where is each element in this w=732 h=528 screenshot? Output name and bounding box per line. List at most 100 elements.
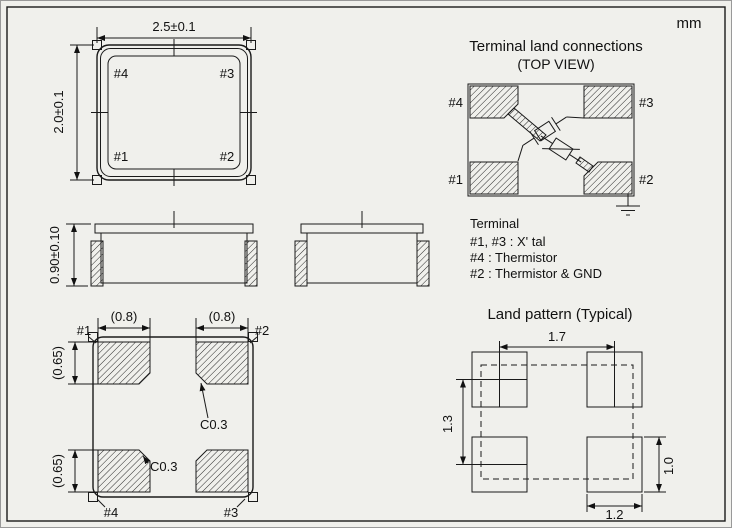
crystal-lead bbox=[522, 137, 535, 146]
terminal-left bbox=[294, 240, 308, 287]
thermistor-strike bbox=[542, 148, 580, 150]
land-pin-label-2: #2 bbox=[639, 172, 653, 187]
dim-pad-height-upper bbox=[68, 341, 99, 385]
connections-title: Terminal land connections bbox=[469, 38, 642, 55]
land-pad bbox=[586, 436, 643, 493]
body bbox=[100, 232, 248, 284]
dim-pad-height-label: 1.0 bbox=[661, 457, 676, 475]
pin-label-4: #4 bbox=[104, 505, 118, 520]
side-view-front: 0.90±0.10 bbox=[47, 211, 258, 287]
pad-4 bbox=[97, 449, 151, 493]
pin-label-1: #1 bbox=[77, 323, 91, 338]
land-pad-1 bbox=[469, 161, 519, 195]
dim-package-height bbox=[70, 44, 94, 181]
land-pattern-title: Land pattern (Typical) bbox=[487, 306, 632, 323]
castellation bbox=[92, 40, 102, 50]
side-view-end bbox=[294, 211, 430, 287]
pin-leader bbox=[249, 336, 258, 344]
corner-castellations bbox=[92, 40, 256, 185]
pin-label-3: #3 bbox=[220, 66, 234, 81]
pin-label-1: #1 bbox=[114, 149, 128, 164]
body bbox=[306, 232, 418, 284]
thermistor-arm-from-4 bbox=[507, 107, 547, 142]
drawing-frame bbox=[6, 6, 726, 522]
thermistor-body bbox=[548, 137, 574, 161]
crystal-symbol bbox=[522, 116, 568, 146]
units-label: mm bbox=[677, 15, 702, 32]
legend-line-2: #4 : Thermistor bbox=[470, 250, 558, 265]
crystal-plate bbox=[551, 116, 561, 131]
legend-title: Terminal bbox=[470, 216, 519, 231]
land-pin-label-1: #1 bbox=[449, 172, 463, 187]
chamfer-leader-upper bbox=[199, 382, 209, 419]
connections-subtitle: (TOP VIEW) bbox=[517, 56, 594, 72]
terminal-right bbox=[416, 240, 430, 287]
wire-crystal-to-1 bbox=[517, 144, 524, 162]
thermistor-lead bbox=[540, 135, 553, 144]
legend-line-3: #2 : Thermistor & GND bbox=[470, 266, 602, 281]
diagram-outline bbox=[467, 83, 635, 197]
dim-horizontal-pitch-label: 1.7 bbox=[548, 329, 566, 344]
land-pad-2 bbox=[583, 161, 633, 195]
wire-crystal-to-3 bbox=[566, 116, 585, 119]
dim-pad-height bbox=[644, 436, 666, 493]
legend-line-1: #1, #3 : X' tal bbox=[470, 234, 546, 249]
pin-label-4: #4 bbox=[114, 66, 128, 81]
dim-pad-height-upper-label: (0.65) bbox=[50, 346, 65, 380]
land-pin-label-3: #3 bbox=[639, 95, 653, 110]
pad-2 bbox=[195, 341, 249, 385]
terminal-left bbox=[90, 240, 104, 287]
dim-package-thickness-label: 0.90±0.10 bbox=[47, 226, 62, 284]
dim-package-height-label: 2.0±0.1 bbox=[51, 90, 66, 133]
dim-horizontal-pitch bbox=[499, 341, 615, 407]
chamfer-upper-label: C0.3 bbox=[200, 417, 227, 432]
thermistor-lead bbox=[569, 154, 582, 163]
pad-1 bbox=[97, 341, 151, 385]
dim-pad-width-left bbox=[97, 318, 151, 344]
crystal-body bbox=[533, 120, 557, 142]
pin-label-3: #3 bbox=[224, 505, 238, 520]
pin-label-2: #2 bbox=[255, 323, 269, 338]
dim-pad-height-lower-label: (0.65) bbox=[50, 454, 65, 488]
dim-pad-width-right-label: (0.8) bbox=[209, 309, 236, 324]
dim-pad-width-right bbox=[195, 318, 249, 344]
package-outline bbox=[92, 336, 254, 498]
crystal-lead bbox=[555, 116, 568, 125]
pin-leader bbox=[88, 336, 97, 344]
terminal-connections-diagram: Terminal land connections (TOP VIEW) bbox=[449, 38, 653, 216]
pin-leader bbox=[236, 498, 246, 508]
dim-pad-width-label: 1.2 bbox=[605, 507, 623, 522]
castellation bbox=[246, 175, 256, 185]
terminal-right bbox=[244, 240, 258, 287]
castellation bbox=[92, 175, 102, 185]
pad-3 bbox=[195, 449, 249, 493]
land-pattern: Land pattern (Typical) 1.7 1.3 1.0 bbox=[440, 306, 676, 522]
dim-vertical-pitch-label: 1.3 bbox=[440, 415, 455, 433]
dim-package-thickness bbox=[66, 223, 91, 287]
pin-label-2: #2 bbox=[220, 149, 234, 164]
dim-pad-width-left-label: (0.8) bbox=[111, 309, 138, 324]
package-outline-dashed bbox=[480, 364, 634, 480]
centerline-ticks bbox=[91, 39, 257, 186]
thermistor-symbol bbox=[540, 135, 582, 163]
package-top-view: 2.5±0.1 2.0±0.1 #4 #3 #1 #2 bbox=[51, 19, 257, 186]
dim-pad-height-lower bbox=[68, 449, 99, 493]
ground-symbol bbox=[616, 194, 640, 216]
dim-vertical-pitch bbox=[456, 379, 527, 465]
land-pad-3 bbox=[583, 85, 633, 119]
chamfer-leader-lower bbox=[142, 455, 151, 465]
terminal-legend: Terminal #1, #3 : X' tal #4 : Thermistor… bbox=[470, 216, 602, 281]
castellation bbox=[246, 40, 256, 50]
package-bottom-view: (0.8) (0.8) (0.65) (0.65) C0.3 C0.3 #1 #… bbox=[50, 309, 269, 520]
castellation bbox=[248, 492, 258, 502]
dim-pad-width bbox=[586, 494, 643, 512]
pin-leader bbox=[96, 498, 106, 508]
dim-package-width-label: 2.5±0.1 bbox=[152, 19, 195, 34]
chamfer-lower-label: C0.3 bbox=[150, 459, 177, 474]
crystal-plate bbox=[529, 131, 539, 146]
land-pin-label-4: #4 bbox=[449, 95, 463, 110]
